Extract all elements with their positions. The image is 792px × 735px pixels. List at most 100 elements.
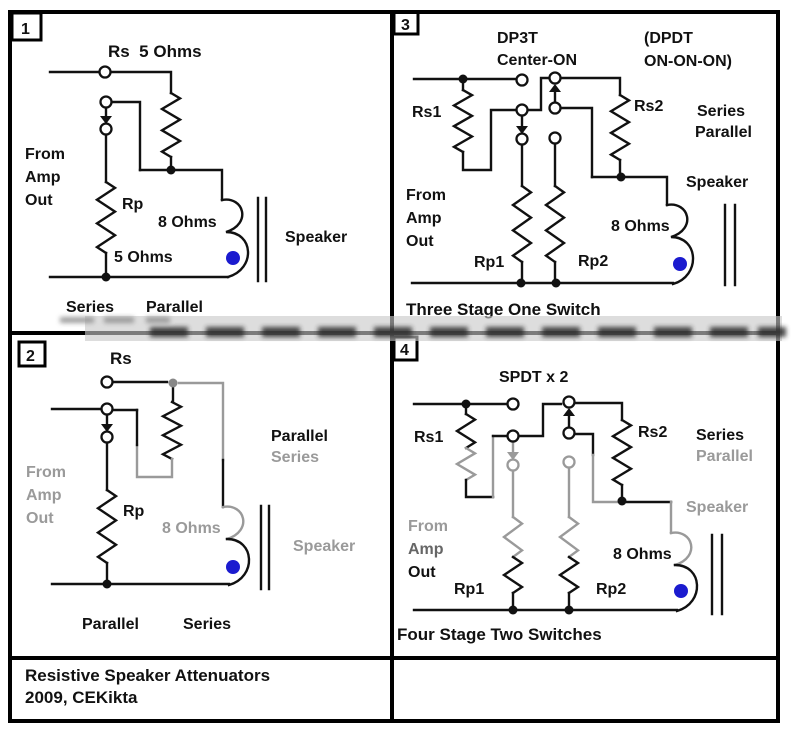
footer-caption: Resistive Speaker Attenuators 2009, CEKi…: [25, 666, 270, 707]
p3-from-label: From: [406, 187, 446, 204]
p4-contact-a2: [506, 429, 520, 443]
p4-side-top-label: Series: [696, 427, 744, 444]
watermark-blurred-text: [60, 317, 786, 337]
p4-amp-label: Amp: [408, 541, 444, 558]
p1-impedance-label: 8 Ohms: [158, 214, 217, 231]
p2-side-bottom-label: Series: [271, 449, 319, 466]
p4-speaker-polarity-dot: [674, 584, 688, 598]
p2-switch-contact-mid: [100, 402, 114, 416]
p3-colA-arrow-icon: [516, 126, 528, 134]
p2-top-wire-faded: [177, 381, 225, 462]
p4-rs2-label: Rs2: [638, 424, 667, 441]
p1-number: 1: [21, 21, 30, 38]
p3-contact-b3: [548, 131, 562, 145]
p4-junction-dot-rp1: [508, 605, 518, 615]
panel-4: 4 SPDT x 2 Rs1 Rs2 Series Parallel Speak…: [392, 335, 753, 644]
p4-rs1-resistor-top: [454, 412, 478, 450]
p4-speaker-magnet-lines: [710, 533, 724, 616]
p1-rp-resistor: [94, 180, 118, 255]
p3-speaker-coil: [665, 203, 695, 286]
footer-title-label: Resistive Speaker Attenuators: [25, 666, 270, 685]
p2-switch-pole: [100, 430, 114, 444]
p4-pole2-out-faded: [591, 453, 619, 504]
p2-number-box: [17, 340, 47, 368]
p3-rs1-resistor: [451, 88, 475, 154]
p4-contact-a3-faded: [506, 458, 520, 472]
p3-junction-dot-rp2: [551, 278, 561, 288]
p4-contact-b2: [562, 426, 576, 440]
p1-switch-contact-top: [98, 65, 112, 79]
p4-side-bottom-label: Parallel: [696, 448, 753, 465]
p2-speaker-magnet-lines: [259, 504, 271, 591]
p2-out-label: Out: [26, 510, 54, 527]
p4-number: 4: [400, 342, 409, 359]
p3-rp1-label: Rp1: [474, 254, 504, 271]
p3-out-label: Out: [406, 233, 434, 250]
p2-junction-dot-bottom: [102, 579, 112, 589]
p2-speaker-label: Speaker: [293, 538, 355, 555]
p4-contact-b1: [562, 395, 576, 409]
panel-3: 3 DP3T Center-ON (DPDT ON-ON-ON) Rs1 Rs2…: [392, 10, 752, 319]
p3-pole-arrow-icon: [549, 84, 561, 92]
p4-contact-a1: [506, 397, 520, 411]
p4-rs2-feed: [573, 401, 624, 422]
watermark-band: [60, 316, 786, 341]
p4-junction-dot-speaker: [617, 496, 627, 506]
p2-speaker-coil-top-faded: [221, 505, 245, 541]
p4-speaker-coil-top-faded: [669, 531, 693, 567]
p4-from-label: From: [408, 518, 448, 535]
p2-rp-resistor: [95, 488, 119, 565]
p4-switch-title-label: SPDT x 2: [499, 369, 568, 386]
p3-speaker-magnet-lines: [723, 203, 737, 287]
panel-1: 1 Rs 5 Ohms From Amp Out Rp 8 Ohms 5 Ohm…: [10, 11, 347, 316]
p3-amp-label: Amp: [406, 210, 442, 227]
p1-from-label: From: [25, 146, 65, 163]
p2-speaker-polarity-dot: [226, 560, 240, 574]
p1-rp-value-label: 5 Ohms: [114, 249, 173, 266]
p3-junction-dot-rp1: [516, 278, 526, 288]
p2-rp-label: Rp: [123, 503, 145, 520]
p2-switch-contact-top: [100, 375, 114, 389]
p1-switch-out-wire: [104, 100, 142, 172]
p3-side-top-label: Series: [697, 103, 745, 120]
p3-rp1-resistor: [510, 184, 534, 264]
p3-number: 3: [401, 17, 410, 34]
p2-rs-loop-faded: [135, 443, 174, 479]
p3-caption-label: Three Stage One Switch: [406, 300, 601, 319]
p1-switch-pole: [99, 122, 113, 136]
p1-mode-right-label: Parallel: [146, 299, 203, 316]
p1-mid-wire: [138, 168, 224, 202]
p4-rp2-resistor-bottom: [557, 555, 581, 595]
p2-mode-left-label: Parallel: [82, 616, 139, 633]
p3-rp2-label: Rp2: [578, 253, 608, 270]
p1-speaker-magnet-lines: [256, 196, 268, 283]
p3-side-bottom-label: Parallel: [695, 124, 752, 141]
p4-rs1-resistor-bottom-faded: [454, 446, 478, 482]
p3-impedance-label: 8 Ohms: [611, 218, 670, 235]
p3-step-wire: [526, 76, 551, 112]
p4-junction-dot-rp2: [564, 605, 574, 615]
p3-pole2-out-wire: [559, 106, 594, 179]
p4-rs1-label: Rs1: [414, 429, 443, 446]
p3-contact-a1: [515, 73, 529, 87]
p1-mode-left-label: Series: [66, 299, 114, 316]
p3-junction-dot-speaker: [616, 172, 626, 182]
p1-speaker-coil: [220, 198, 250, 279]
p3-rs1-label: Rs1: [412, 104, 441, 121]
p2-switch-arrow-icon: [101, 424, 113, 432]
p4-rp1-resistor-bottom: [501, 555, 525, 595]
p1-rp-label: Rp: [122, 196, 144, 213]
p3-junction-dot-top: [458, 74, 468, 84]
p3-contact-a3: [515, 132, 529, 146]
p4-pole2-out-wire: [573, 432, 595, 457]
p3-rs2-label: Rs2: [634, 98, 663, 115]
p1-switch-contact-mid: [99, 95, 113, 109]
p3-contact-a2: [515, 103, 529, 117]
p4-rp1-label: Rp1: [454, 581, 484, 598]
p4-caption-label: Four Stage Two Switches: [397, 625, 602, 644]
p3-rs2-resistor: [608, 93, 632, 162]
p4-speaker-label: Speaker: [686, 499, 748, 516]
p4-out-label: Out: [408, 564, 436, 581]
p4-rp2-resistor-top-faded: [557, 515, 581, 559]
